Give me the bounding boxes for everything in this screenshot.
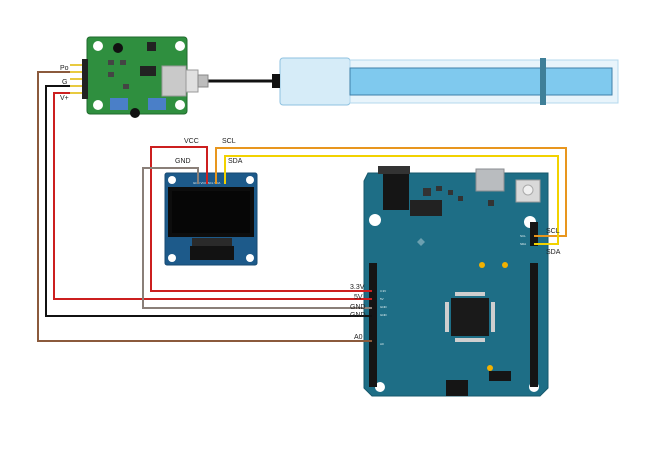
arduino-component <box>423 188 431 196</box>
wire-po-to-a0 <box>37 71 372 342</box>
header-right <box>530 263 538 387</box>
module-component <box>130 108 140 118</box>
module-hole <box>93 41 103 51</box>
wire-sda <box>224 155 559 245</box>
labels: VCC GND SCL SDA 3.3V 5V GND GND A0 SCL S… <box>175 138 561 341</box>
wires <box>37 71 567 342</box>
probe-ring <box>540 58 546 105</box>
mcu-pins <box>455 292 485 296</box>
bnc-connector <box>185 69 199 93</box>
module-header <box>82 59 88 99</box>
label-vcc: VCC <box>184 138 199 145</box>
module-component <box>108 72 114 77</box>
silk-a0: A0 <box>380 342 384 346</box>
label-gnd-2: GND <box>350 312 366 319</box>
module-component <box>108 60 114 65</box>
header-right-top <box>530 222 538 246</box>
arduino-component <box>458 196 463 201</box>
dc-jack <box>383 174 409 210</box>
oled-hole <box>246 254 254 262</box>
arduino-component <box>488 200 494 206</box>
label-5v: 5V <box>354 294 363 301</box>
mcu-pins <box>445 302 449 332</box>
label-scl: SCL <box>222 138 236 145</box>
oled-ribbon <box>192 238 232 246</box>
board-logo <box>417 238 425 246</box>
mcu-pins <box>491 302 495 332</box>
usb-port <box>475 168 505 192</box>
oled-hole <box>246 176 254 184</box>
label-gnd: GND <box>175 158 191 165</box>
bnc-connector <box>197 74 209 88</box>
module-component <box>120 60 126 65</box>
module-hole <box>175 41 185 51</box>
arduino-hole <box>375 382 385 392</box>
silk-gnd: GND <box>380 313 388 317</box>
label-a0: A0 <box>354 334 363 341</box>
module-component <box>123 84 129 89</box>
header-left <box>369 263 377 387</box>
module-component <box>113 43 123 53</box>
oled-connector <box>190 246 234 260</box>
module-component <box>147 42 156 51</box>
ph-sensor-module: Po G V+ <box>60 36 209 118</box>
oled-screen-active <box>172 191 250 233</box>
probe-cable-connector <box>272 74 280 88</box>
arduino-component <box>436 186 442 191</box>
label-sda-arduino: SDA <box>546 249 561 256</box>
silk-3v3: 3.3V <box>380 289 386 293</box>
silk-gnd: GND <box>380 305 388 309</box>
pin-label-g: G <box>62 79 67 86</box>
module-hole <box>93 100 103 110</box>
wire-g-to-gnd <box>45 85 372 317</box>
dc-jack <box>378 166 410 174</box>
microcontroller <box>451 298 489 336</box>
oled-hole <box>168 254 176 262</box>
probe-glass <box>349 67 613 96</box>
reset-button-cap <box>522 184 534 196</box>
arduino-hole <box>369 214 381 226</box>
potentiometer <box>110 98 128 110</box>
label-gnd-1: GND <box>350 304 366 311</box>
arduino-component <box>448 190 453 195</box>
label-sda: SDA <box>228 158 243 165</box>
wire-scl <box>215 147 567 237</box>
wire-vcc-to-3v3 <box>150 146 372 292</box>
bnc-connector <box>161 65 187 97</box>
potentiometer <box>148 98 166 110</box>
ph-probe <box>207 57 619 106</box>
silk-scl: SCL <box>520 234 526 238</box>
pin-label-v-plus: V+ <box>60 95 69 102</box>
probe-handle <box>279 57 351 106</box>
arduino-board: 3.3V 5V GND GND A0 SCL SDA <box>363 166 549 397</box>
silk-sda: SDA <box>520 242 526 246</box>
module-chip <box>140 66 156 76</box>
wire-gnd-to-gnd <box>142 167 372 309</box>
icsp-header <box>489 371 511 381</box>
oled-hole <box>168 176 176 184</box>
silk-5v: 5V <box>380 297 384 301</box>
label-3v3: 3.3V <box>350 284 365 291</box>
arduino-chip <box>410 200 442 216</box>
oled-display: GND VCC SCL SDA <box>164 172 258 266</box>
icsp-header <box>446 380 468 396</box>
mcu-pins <box>455 338 485 342</box>
led <box>502 262 508 268</box>
led <box>479 262 485 268</box>
module-hole <box>175 100 185 110</box>
label-scl-arduino: SCL <box>546 228 560 235</box>
led <box>487 365 493 371</box>
pin-label-po: Po <box>60 65 69 72</box>
wire-vplus-to-5v <box>53 92 372 300</box>
